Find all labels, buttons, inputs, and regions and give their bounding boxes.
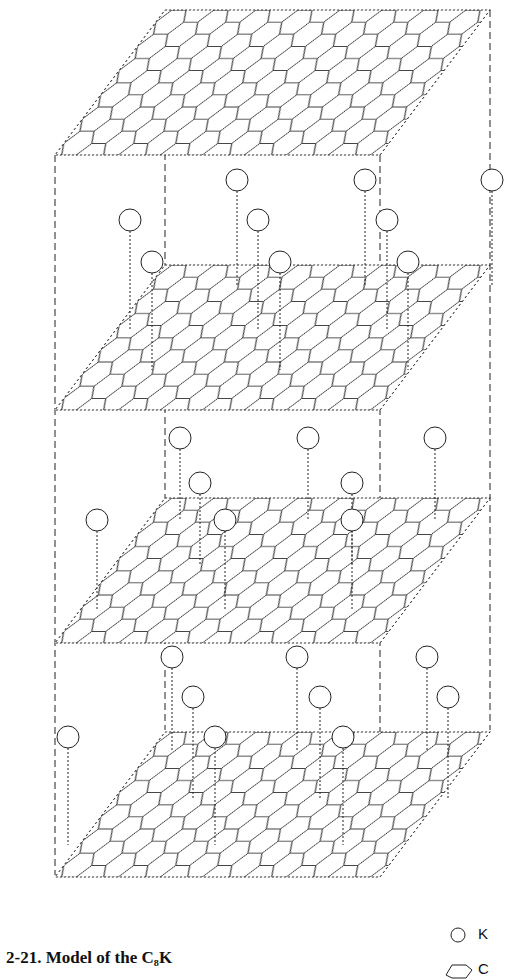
graphene-layer bbox=[55, 10, 490, 155]
potassium-atoms bbox=[57, 169, 503, 845]
legend-label: C bbox=[478, 960, 489, 977]
legend-label: K bbox=[478, 925, 488, 942]
legend-c-symbol bbox=[446, 965, 472, 978]
graphene-layer bbox=[55, 732, 490, 877]
legend-k-symbol bbox=[451, 928, 465, 942]
figure-caption: 2-21. Model of the C₈K bbox=[6, 948, 172, 968]
graphene-layer bbox=[55, 265, 490, 410]
graphene-layer bbox=[55, 498, 490, 643]
